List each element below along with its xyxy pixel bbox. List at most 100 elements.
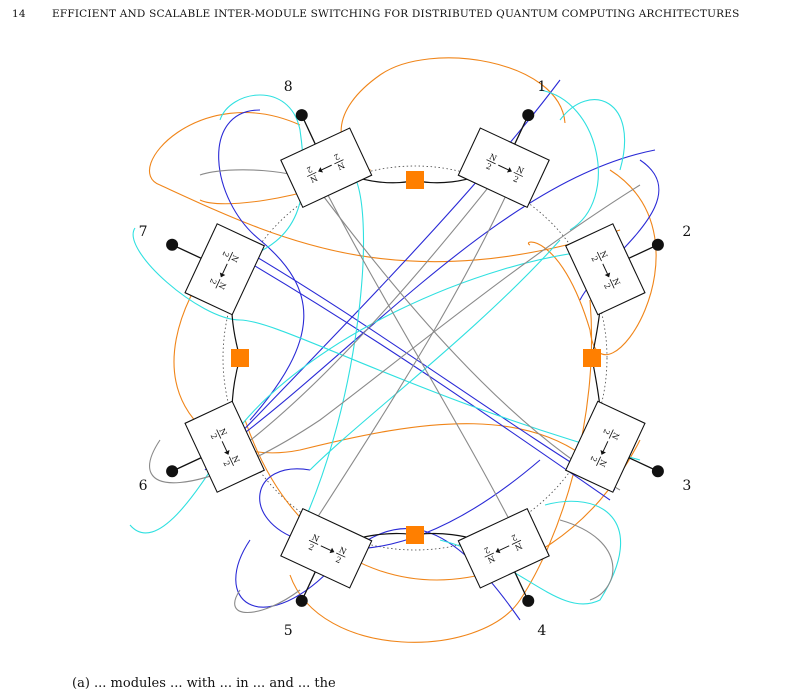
switch-square-2 — [231, 349, 249, 367]
fraction-denominator: 2 — [334, 555, 342, 565]
arrow-shaft — [602, 441, 609, 452]
edge-cyan-2 — [132, 227, 641, 461]
fraction-right: N2 — [221, 454, 241, 468]
arrow-head — [600, 450, 606, 455]
switch-square-1 — [406, 171, 424, 189]
terminal-dot-2 — [651, 238, 664, 251]
fraction-bar — [228, 456, 234, 466]
fraction-numerator: N — [229, 253, 240, 263]
fraction-numerator: N — [598, 250, 609, 260]
terminal-dot-8 — [295, 109, 308, 122]
fraction-numerator: N — [217, 427, 228, 437]
fraction-numerator: N — [230, 454, 241, 464]
fraction-bar — [596, 456, 602, 466]
edge-blue-1 — [244, 249, 616, 491]
terminal-dot-3 — [651, 465, 664, 478]
fraction-denominator: 2 — [307, 542, 315, 552]
fraction-right: N2 — [334, 545, 348, 565]
arrow-shaft — [221, 441, 228, 452]
fraction-denominator: 2 — [601, 428, 611, 436]
arrow-head — [604, 272, 611, 278]
fraction-denominator: 2 — [589, 255, 599, 263]
switch-square-4 — [406, 526, 424, 544]
fraction-bar — [336, 552, 346, 558]
fraction-bar — [513, 171, 523, 177]
arrow-shaft — [321, 164, 332, 171]
edge-cyan-8 — [309, 239, 561, 471]
dotted-ring — [222, 165, 608, 551]
node-label-8: 8 — [284, 79, 293, 95]
fraction-numerator: N — [216, 281, 227, 291]
edge-cyan-1 — [219, 94, 304, 261]
fraction-left: N2 — [601, 428, 621, 442]
fraction-right: N2 — [208, 277, 228, 291]
fraction-bar — [511, 539, 522, 545]
fraction-denominator: 2 — [305, 164, 313, 174]
arrow-head — [329, 547, 335, 554]
fraction-denominator: 2 — [209, 432, 219, 440]
edge-orange-3 — [148, 112, 621, 263]
fraction-numerator: N — [338, 545, 348, 556]
terminal-dot-4 — [522, 594, 535, 607]
arrow-shaft — [320, 545, 331, 551]
fraction-bar — [334, 159, 344, 165]
fraction-right: N2 — [483, 545, 497, 565]
node-label-7: 7 — [139, 224, 148, 240]
edge-blue-4 — [204, 79, 561, 471]
interconnect-edges — [129, 57, 660, 643]
fraction-numerator: N — [610, 431, 621, 441]
fraction-bar — [486, 159, 496, 165]
arrow-shaft — [499, 545, 510, 551]
node-label-3: 3 — [682, 478, 691, 494]
arrow-head — [224, 450, 230, 455]
node-label-6: 6 — [139, 478, 148, 494]
edge-orange-5 — [289, 299, 593, 643]
figure-caption: (a) ... modules ... with ... in ... and … — [72, 676, 772, 691]
fraction-right: N2 — [305, 164, 319, 184]
fraction-denominator: 2 — [602, 282, 612, 290]
switch-square-3 — [583, 349, 601, 367]
edge-blue-2 — [244, 259, 611, 501]
fraction-bar — [308, 539, 319, 545]
edge-cyan-5 — [129, 249, 601, 534]
fraction-denominator: 2 — [332, 152, 340, 162]
fraction-left: N2 — [220, 250, 240, 264]
fraction-left: N2 — [307, 533, 321, 553]
node-label-5: 5 — [284, 623, 293, 639]
edge-blue-5 — [218, 109, 305, 421]
arrow-head — [507, 167, 512, 173]
fraction-numerator: N — [513, 541, 523, 552]
fraction-denominator: 2 — [221, 459, 231, 467]
fraction-denominator: 2 — [485, 162, 493, 172]
fraction-denominator: 2 — [512, 174, 520, 184]
node-label-4: 4 — [537, 623, 546, 639]
switches — [231, 171, 601, 544]
fraction-denominator: 2 — [208, 277, 218, 285]
fraction-bar — [307, 171, 317, 177]
edge-cyan-6 — [289, 169, 365, 551]
fraction-numerator: N — [309, 173, 319, 184]
fraction-right: N2 — [588, 455, 608, 469]
edge-gray-3 — [289, 164, 521, 561]
node-label-2: 2 — [682, 224, 691, 240]
fraction-numerator: N — [486, 554, 496, 565]
fraction-bar — [609, 279, 615, 289]
edge-orange-1 — [199, 57, 566, 205]
fraction-denominator: 2 — [483, 545, 491, 555]
fraction-right: N2 — [602, 277, 622, 291]
